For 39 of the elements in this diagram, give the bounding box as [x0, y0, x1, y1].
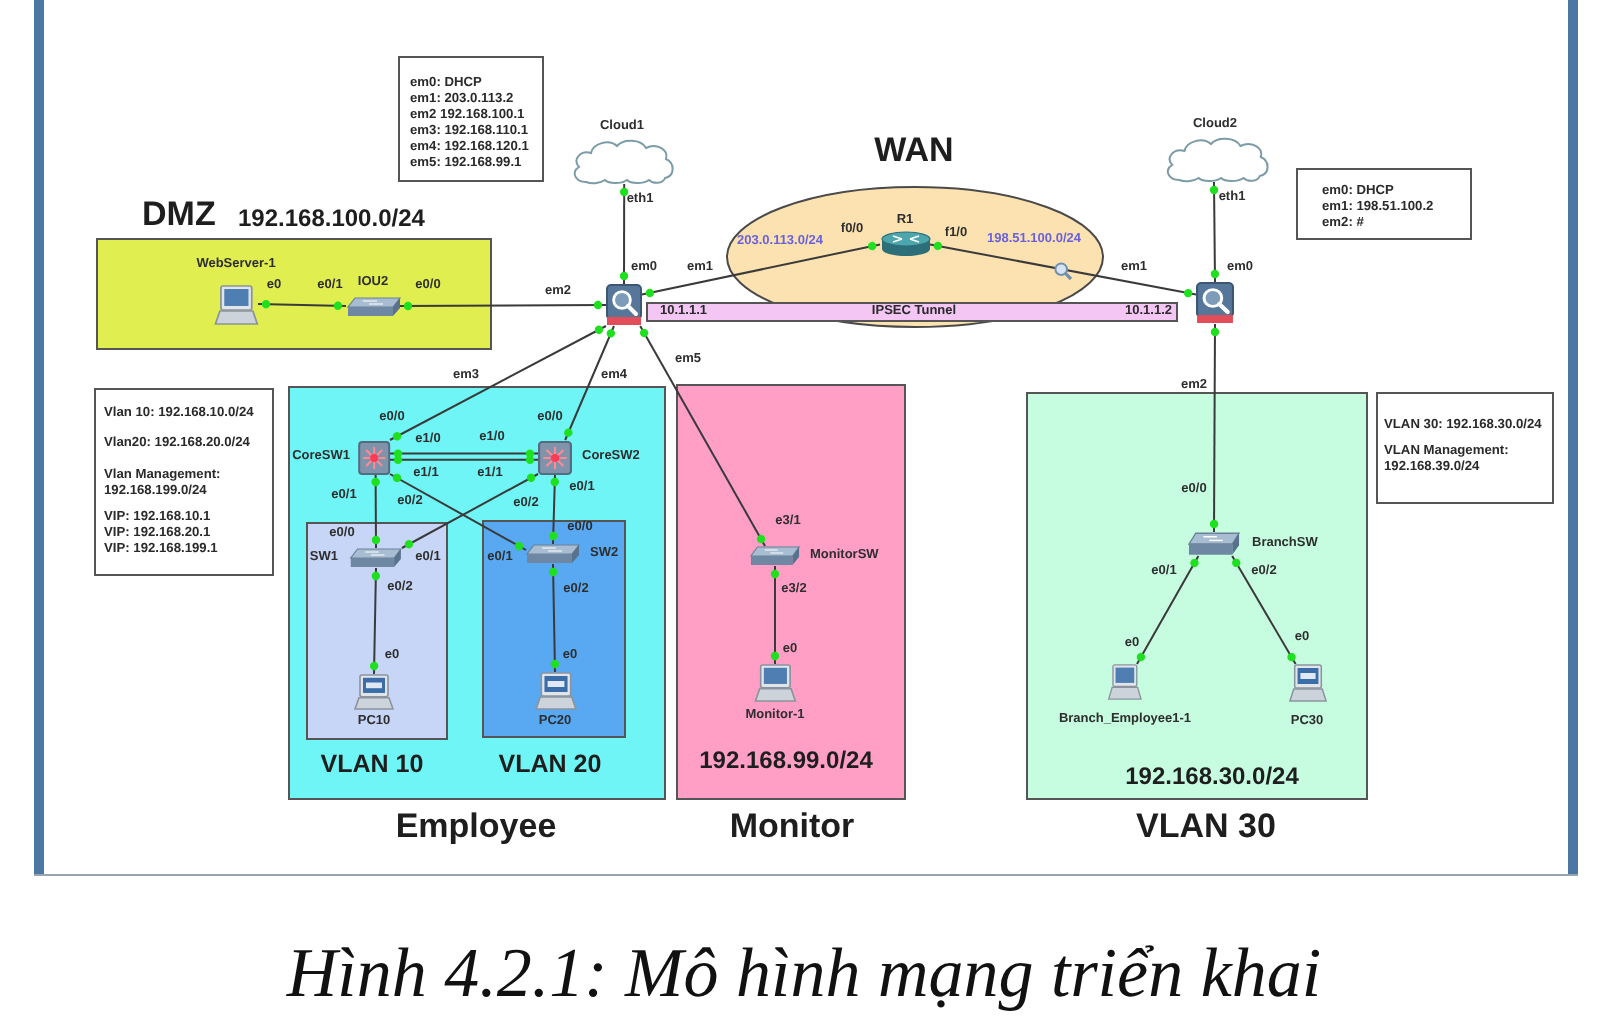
link-line [389, 325, 607, 441]
link-line [389, 473, 527, 551]
zone-title: VLAN 10 [320, 751, 424, 777]
subnet-label: 192.168.100.0/24 [238, 206, 425, 230]
magnifier-tile-icon [1196, 282, 1234, 324]
link-line [369, 567, 381, 675]
zone-title: VLAN 20 [498, 751, 602, 777]
link-line [371, 473, 381, 549]
note-panel [94, 388, 274, 576]
link-line [1209, 323, 1220, 533]
link-line [1231, 555, 1297, 665]
link-line [548, 563, 560, 673]
zone-title: Employee [395, 809, 557, 843]
subnet-label: 192.168.99.0/24 [699, 748, 873, 772]
zone-title: WAN [874, 133, 954, 167]
link-line [401, 473, 539, 549]
link-line [389, 455, 539, 464]
link-line [619, 183, 629, 285]
magnifier-tile-icon [606, 284, 642, 326]
zone-title: VLAN 30 [1136, 809, 1276, 843]
link-line [549, 473, 559, 545]
figure-caption: Hình 4.2.1: Mô hình mạng triển khai [286, 938, 1322, 1008]
link-line [399, 300, 607, 311]
note-panel [1296, 168, 1472, 240]
link-line [1136, 555, 1200, 665]
zone-title: DMZ [142, 197, 216, 231]
zone-title: Monitor [729, 809, 855, 843]
link-line [770, 565, 780, 665]
link-line [564, 325, 616, 441]
note-panel [1376, 392, 1554, 504]
link-line [929, 241, 1197, 298]
note-panel [398, 56, 544, 182]
link-line [257, 300, 347, 310]
link-line [639, 325, 766, 547]
link-line [389, 449, 539, 458]
tunnel-band [646, 302, 1178, 322]
link-line [1209, 181, 1220, 283]
link-line [641, 241, 881, 298]
subnet-label: 192.168.30.0/24 [1125, 764, 1299, 788]
